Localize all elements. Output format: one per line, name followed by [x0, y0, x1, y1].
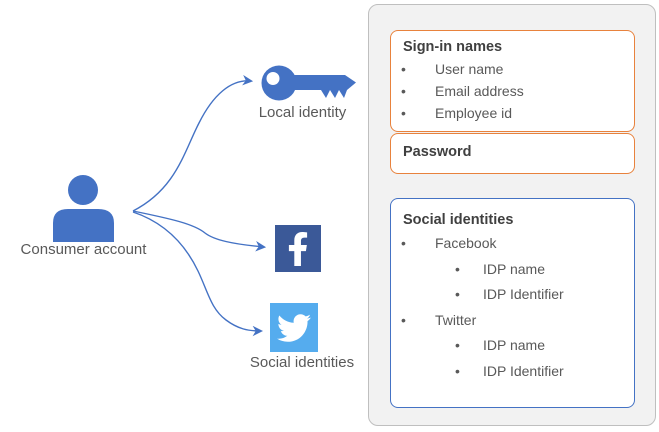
twitter-icon	[270, 303, 318, 352]
signin-item-email-address: Email address	[435, 83, 524, 99]
social-item-twitter: Twitter	[435, 311, 477, 328]
facebook-idp-identifier: IDP Identifier	[483, 286, 564, 302]
social-item-facebook: Facebook	[435, 235, 497, 251]
list-item: • Facebook	[401, 231, 624, 257]
facebook-icon	[275, 225, 321, 272]
bullet-dot: •	[401, 61, 406, 77]
list-item: • IDP Identifier	[401, 282, 624, 308]
social-identities-title: Social identities	[403, 212, 514, 228]
twitter-idp-name: IDP name	[483, 337, 545, 353]
bullet-dot: •	[455, 260, 460, 277]
social-identities-box: Social identities • Facebook • IDP name …	[390, 198, 635, 408]
password-title: Password	[403, 144, 472, 160]
password-box: Password	[390, 133, 635, 174]
bullet-dot: •	[455, 286, 460, 302]
list-item: • IDP name	[401, 257, 624, 283]
consumer-account-label: Consumer account	[20, 241, 147, 258]
bullet-dot: •	[401, 311, 406, 328]
list-item: • Email address	[401, 80, 624, 102]
key-icon	[261, 65, 356, 101]
list-item: • IDP Identifier	[401, 359, 624, 385]
arrow-to-local-identity	[132, 74, 254, 212]
social-identities-label: Social identities	[249, 354, 355, 371]
bullet-dot: •	[455, 362, 460, 379]
account-details-panel: Sign-in names • User name • Email addres…	[368, 4, 656, 426]
list-item: • IDP name	[401, 333, 624, 359]
list-item: • Employee id	[401, 102, 624, 124]
bullet-dot: •	[401, 235, 406, 251]
user-icon	[53, 175, 114, 242]
facebook-idp-name: IDP name	[483, 260, 545, 277]
bullet-dot: •	[401, 105, 406, 121]
signin-names-box: Sign-in names • User name • Email addres…	[390, 30, 635, 132]
arrow-to-facebook	[132, 210, 267, 252]
signin-item-employee-id: Employee id	[435, 105, 513, 121]
bullet-dot: •	[401, 83, 406, 99]
bullet-dot: •	[455, 337, 460, 353]
twitter-idp-identifier: IDP Identifier	[483, 362, 564, 379]
list-item: • User name	[401, 58, 624, 80]
signin-item-user-name: User name	[435, 61, 504, 77]
signin-names-title: Sign-in names	[403, 39, 503, 55]
list-item: • Twitter	[401, 308, 624, 334]
local-identity-label: Local identity	[258, 104, 347, 121]
arrow-to-twitter	[132, 211, 264, 337]
